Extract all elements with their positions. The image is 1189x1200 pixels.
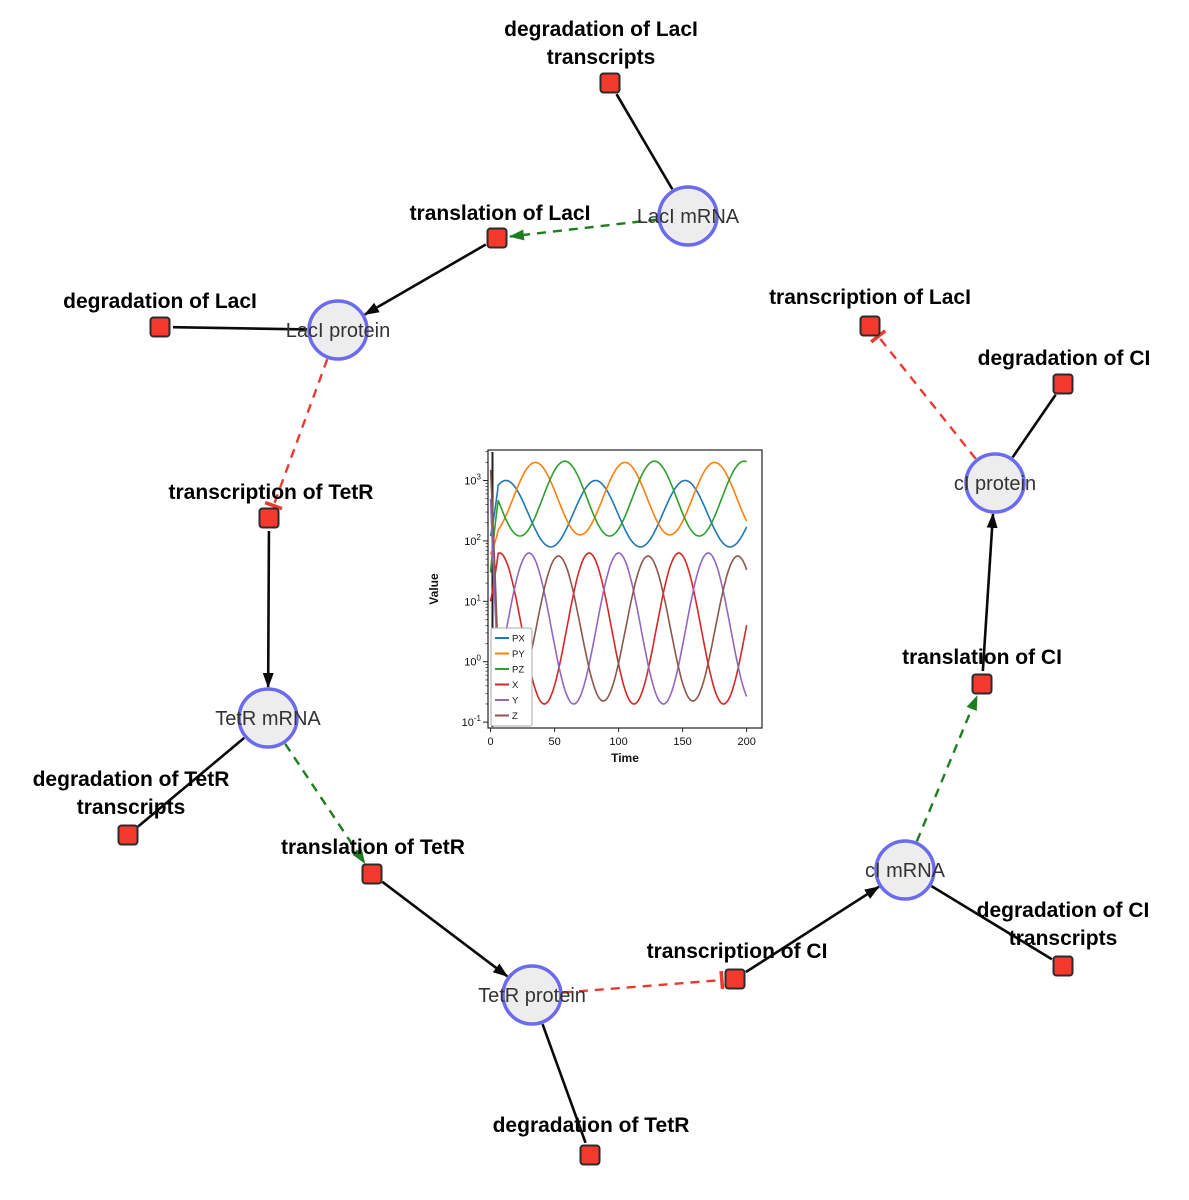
series-line-PZ	[489, 460, 747, 573]
reaction-node-txn-tetr[interactable]	[258, 507, 280, 529]
species-label-ci-mrna: cI mRNA	[865, 860, 946, 882]
reaction-layer	[117, 72, 1074, 1166]
reaction-node-txn-ci[interactable]	[724, 968, 746, 990]
edge-ci-protein-txn-laci-inhibition	[870, 329, 977, 460]
edge-tetr-protein-txn-ci-inhibition	[562, 970, 725, 994]
edge-layer	[137, 93, 1057, 1144]
edge-tetr-protein-deg-tetr-consumption	[541, 1023, 587, 1144]
chart-ylabel: Value	[427, 573, 441, 605]
reaction-node-transl-ci[interactable]	[971, 673, 993, 695]
species-node-tetr-protein[interactable]	[501, 964, 563, 1026]
chart-xlabel: Time	[611, 751, 639, 765]
series-line-Z	[489, 469, 748, 702]
legend-item-PY: PY	[495, 649, 525, 660]
edge-laci-protein-txn-tetr-inhibition	[264, 358, 329, 511]
reaction-label-deg-ci-tx-line2: transcripts	[1009, 927, 1118, 950]
reaction-label-txn-tetr: transcription of TetR	[169, 481, 374, 504]
reaction-label-txn-laci: transcription of LacI	[769, 286, 971, 309]
reaction-label-transl-laci: translation of LacI	[410, 202, 591, 225]
species-node-ci-mrna[interactable]	[874, 839, 936, 901]
reaction-node-transl-tetr[interactable]	[361, 863, 383, 885]
reaction-label-deg-ci: degradation of CI	[978, 347, 1151, 370]
series-line-PX	[489, 479, 748, 548]
edge-laci-mrna-transl-laci-activation	[508, 218, 658, 241]
x-tick-label: 200	[737, 736, 755, 748]
edge-txn-tetr-tetr-mrna-production	[262, 530, 274, 689]
y-tick-label: 101	[464, 593, 481, 608]
x-tick-label: 0	[487, 736, 493, 748]
legend-label-PY: PY	[512, 649, 525, 660]
legend-label-PX: PX	[512, 634, 525, 645]
reaction-label-transl-ci: translation of CI	[902, 646, 1062, 669]
legend-item-Z: Z	[495, 711, 518, 722]
reaction-node-deg-tetr[interactable]	[579, 1144, 601, 1166]
reaction-label-deg-tetr-tx-line1: degradation of TetR	[33, 768, 230, 791]
legend-item-PX: PX	[495, 634, 525, 645]
edge-txn-ci-ci-mrna-production	[745, 885, 880, 974]
legend-item-Y: Y	[495, 696, 519, 707]
legend-label-X: X	[512, 680, 519, 691]
edge-tetr-mrna-transl-tetr-activation	[284, 743, 366, 865]
reaction-label-deg-laci: degradation of LacI	[63, 290, 257, 313]
reaction-node-transl-laci[interactable]	[486, 227, 508, 249]
y-tick-label: 100	[464, 654, 481, 669]
reaction-label-deg-tetr: degradation of TetR	[493, 1114, 690, 1137]
species-label-laci-mrna: LacI mRNA	[637, 206, 740, 228]
species-node-laci-protein[interactable]	[307, 299, 369, 361]
edge-laci-protein-deg-laci-consumption	[172, 325, 308, 331]
species-label-laci-protein: LacI protein	[286, 320, 391, 342]
species-node-tetr-mrna[interactable]	[237, 687, 299, 749]
chart-legend: PX PY PZ XYZ	[490, 627, 533, 727]
legend-label-Z: Z	[512, 711, 518, 722]
y-tick-label: 102	[464, 533, 481, 548]
reaction-label-transl-tetr: translation of TetR	[281, 836, 465, 859]
x-tick-label: 100	[609, 736, 627, 748]
y-tick-label: 10-1	[462, 714, 482, 729]
edge-ci-mrna-transl-ci-activation	[915, 695, 979, 842]
x-tick-label: 150	[673, 736, 691, 748]
legend-label-Y: Y	[512, 696, 519, 707]
y-axis-ticks: 10-1 100 101 102 103	[462, 451, 488, 729]
edge-tetr-mrna-deg-tetr-tx-consumption	[137, 736, 246, 828]
reaction-node-deg-ci[interactable]	[1052, 373, 1074, 395]
species-label-tetr-mrna: TetR mRNA	[215, 708, 321, 730]
reaction-node-deg-tetr-tx[interactable]	[117, 824, 139, 846]
reaction-node-deg-laci-tx[interactable]	[599, 72, 621, 94]
species-node-laci-mrna[interactable]	[657, 185, 719, 247]
reaction-label-deg-ci-tx-line1: degradation of CI	[977, 899, 1150, 922]
x-axis-ticks: 0 50 100 150 200	[487, 728, 756, 748]
edge-transl-laci-laci-protein-production	[363, 243, 487, 316]
reaction-node-deg-laci[interactable]	[149, 316, 171, 338]
reaction-label-deg-laci-tx-line1: degradation of LacI	[504, 18, 698, 41]
edge-laci-mrna-deg-laci-tx-consumption	[615, 93, 674, 190]
species-node-ci-protein[interactable]	[964, 452, 1026, 514]
species-layer	[237, 185, 1026, 1026]
edge-ci-protein-deg-ci-consumption	[1011, 393, 1057, 459]
reaction-label-deg-tetr-tx-line2: transcripts	[77, 796, 186, 819]
edge-transl-ci-ci-protein-production	[981, 512, 998, 672]
reaction-node-deg-ci-tx[interactable]	[1052, 955, 1074, 977]
x-tick-label: 50	[548, 736, 560, 748]
species-label-tetr-protein: TetR protein	[478, 985, 586, 1007]
legend-item-X: X	[495, 680, 519, 691]
reaction-label-deg-laci-tx-line2: transcripts	[547, 46, 656, 69]
edge-ci-mrna-deg-ci-tx-consumption	[930, 884, 1053, 961]
reaction-node-txn-laci[interactable]	[859, 315, 881, 337]
series-line-Y	[489, 498, 748, 705]
species-label-ci-protein: cI protein	[954, 473, 1036, 495]
legend-item-PZ: PZ	[495, 665, 524, 676]
series-line-PY	[489, 461, 748, 555]
y-tick-label: 103	[464, 473, 481, 488]
legend-label-PZ: PZ	[512, 665, 524, 676]
edge-transl-tetr-tetr-protein-production	[381, 880, 509, 978]
reaction-label-txn-ci: transcription of CI	[647, 940, 828, 963]
